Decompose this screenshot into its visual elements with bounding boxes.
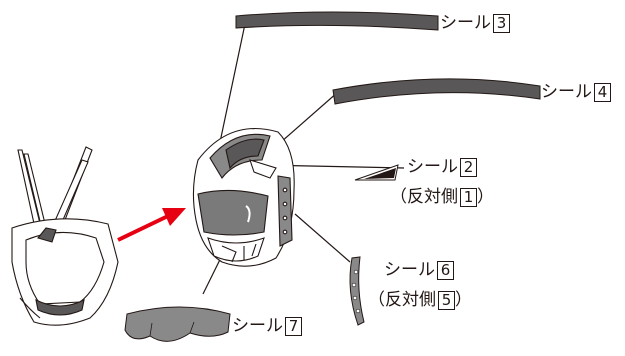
label-seal-7-number: 7: [285, 316, 302, 336]
label-seal-2-note-close: ）: [477, 187, 494, 207]
label-seal-6-note: （反対側 5 ）: [368, 290, 472, 310]
label-seal-7-text: シール: [232, 316, 283, 336]
label-seal-7: シール 7: [232, 316, 302, 336]
label-seal-2-note: （反対側 1 ）: [390, 187, 494, 207]
label-seal-3-text: シール: [440, 13, 491, 33]
leader-line-seal6: [294, 213, 351, 263]
label-seal-2: シール 2: [407, 157, 477, 177]
label-seal-2-number: 2: [460, 157, 477, 177]
label-seal-4: シール 4: [541, 82, 611, 102]
label-seal-6: シール 6: [384, 260, 454, 280]
label-seal-6-number: 6: [437, 260, 454, 280]
label-seal-6-note-number: 5: [438, 290, 455, 310]
sticker-7-visor: [124, 306, 231, 342]
label-seal-2-note-number: 1: [460, 187, 477, 207]
sticker-4-strip: [332, 78, 541, 105]
label-seal-3: シール 3: [440, 13, 510, 33]
label-seal-3-number: 3: [493, 13, 510, 33]
label-seal-6-text: シール: [384, 260, 435, 280]
label-seal-6-note-open: （反対側: [368, 290, 436, 310]
helmet-body: [192, 128, 295, 267]
label-seal-4-number: 4: [594, 82, 611, 102]
attach-arrow-icon: [117, 208, 186, 242]
sticker-6-side-plate: [349, 256, 365, 326]
sticker-3-strip: [235, 11, 439, 31]
sticker-2-wedge: [354, 164, 399, 181]
label-seal-4-text: シール: [541, 82, 592, 102]
label-seal-2-note-open: （反対側: [390, 187, 458, 207]
label-seal-2-text: シール: [407, 157, 458, 177]
face-frame-part: [11, 146, 119, 326]
label-seal-6-note-close: ）: [455, 290, 472, 310]
